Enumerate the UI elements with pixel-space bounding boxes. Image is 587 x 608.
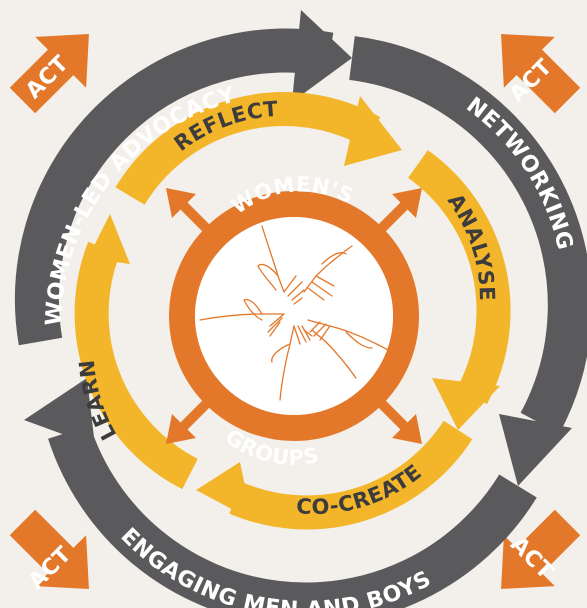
center-circle (195, 217, 393, 415)
corner-arrow-top-right: ACT (501, 34, 581, 114)
inner-orange-ring (166, 188, 422, 444)
middle-cycle-ring (74, 92, 511, 530)
corner-arrow-bottom-left: ACT (9, 509, 89, 595)
hands-joined-icon (199, 225, 389, 401)
outer-cycle-ring (14, 10, 587, 608)
